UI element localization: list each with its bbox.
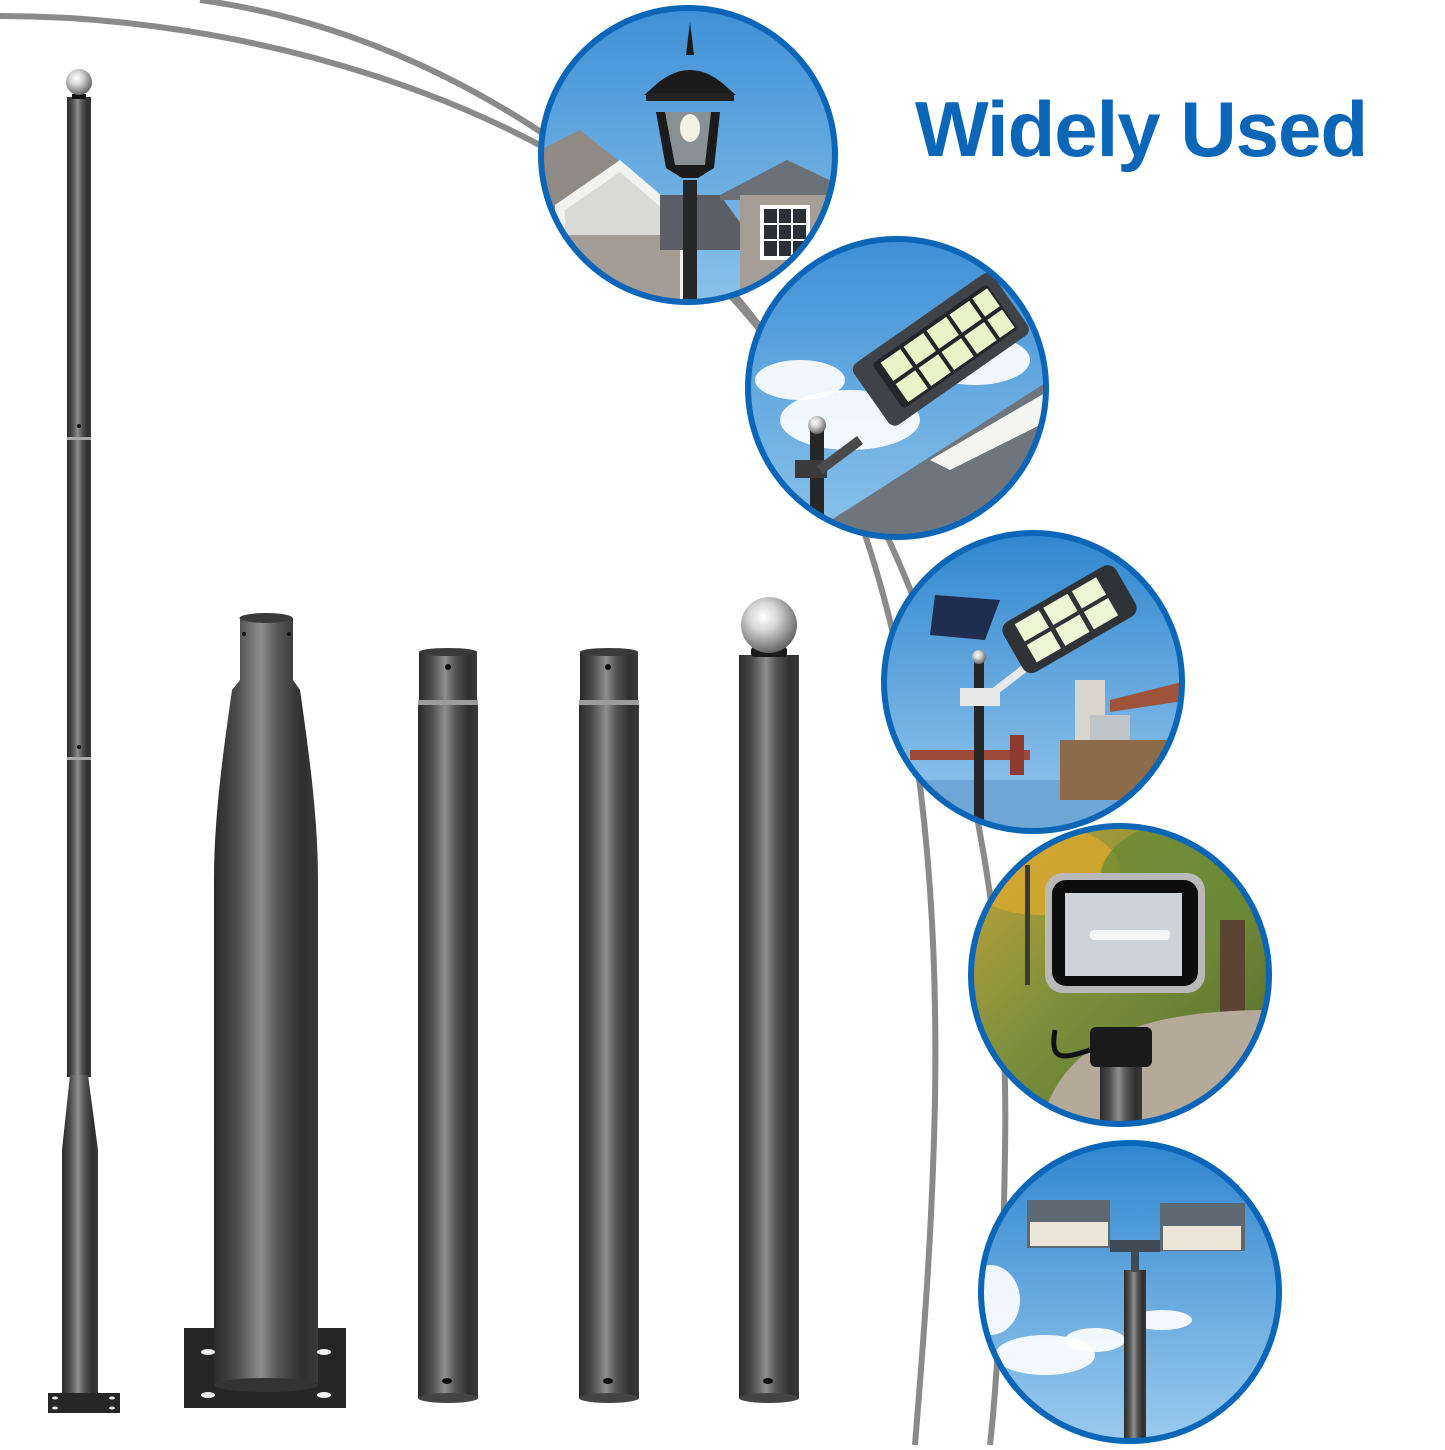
decorative-arcs	[0, 0, 1009, 1446]
circle-border	[745, 236, 1049, 540]
ball-finial-icon	[741, 597, 797, 653]
circle-border	[968, 823, 1272, 1127]
circle-border	[538, 5, 838, 305]
ball-finial-icon	[66, 69, 92, 95]
ball-top-pole	[739, 597, 799, 1403]
page-title: Widely Used	[915, 85, 1368, 173]
application-dual-area-light	[978, 1140, 1282, 1444]
straight-pole-a	[418, 648, 478, 1403]
straight-pole-b	[579, 648, 639, 1403]
tapered-base-pole	[184, 613, 346, 1408]
application-solar-street-light	[745, 236, 1049, 540]
application-solar-panel-street-light	[881, 530, 1185, 834]
circle-border	[978, 1140, 1282, 1444]
circle-border	[881, 530, 1185, 834]
application-garden-lantern	[538, 5, 838, 305]
tall-pole	[48, 69, 120, 1413]
